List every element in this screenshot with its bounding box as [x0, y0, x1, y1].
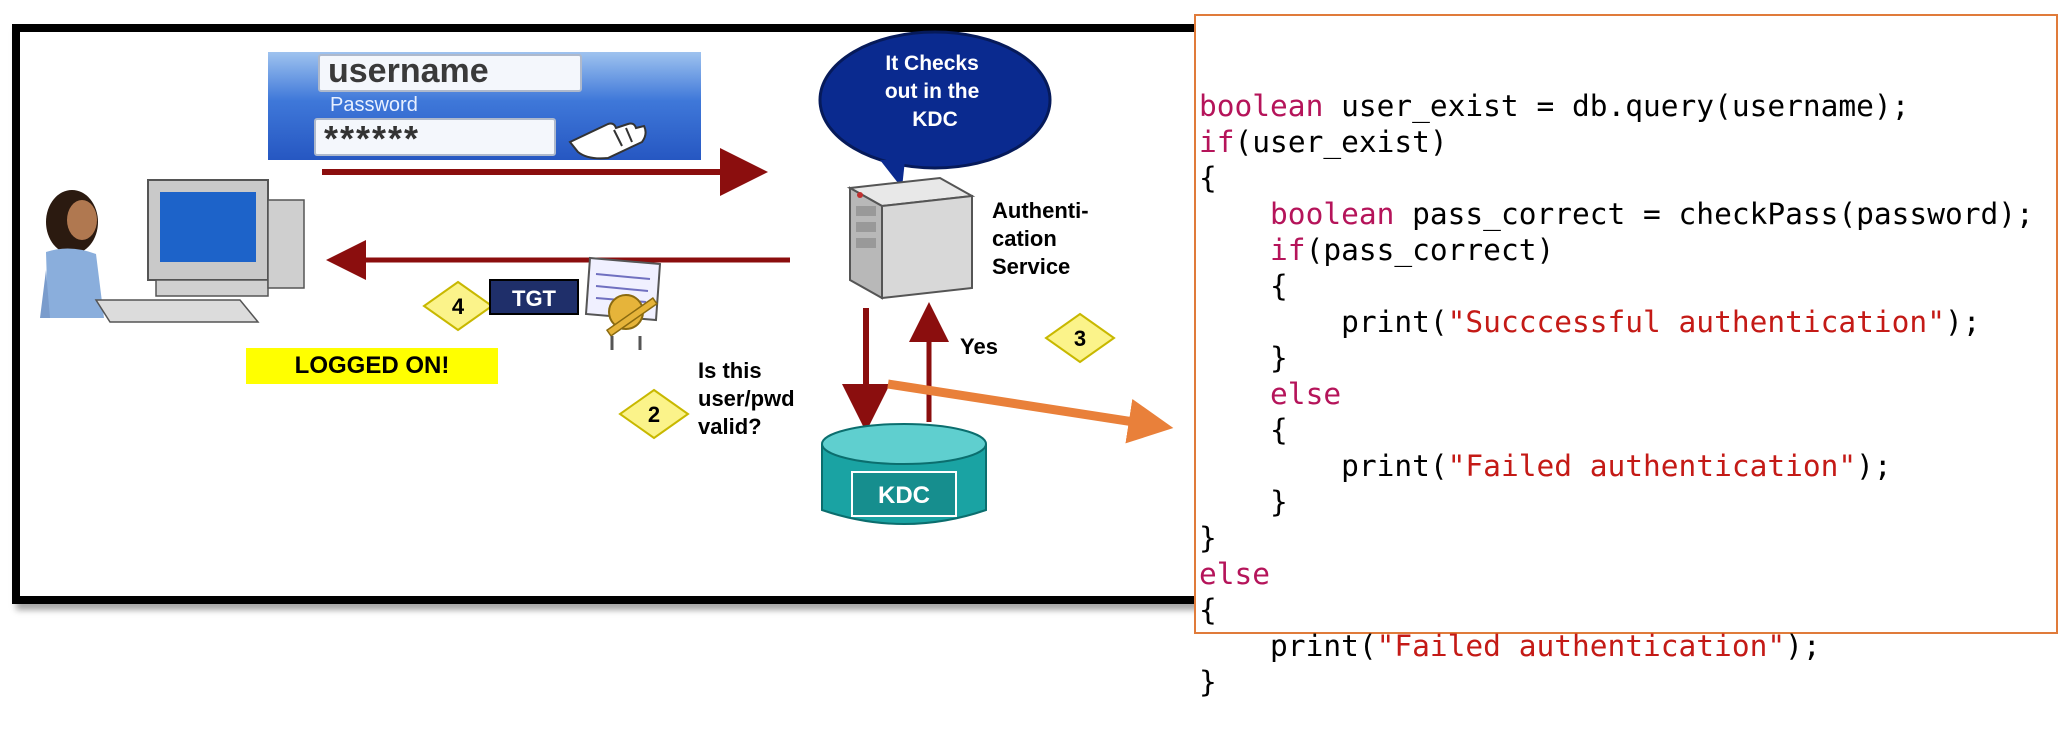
code-line: { [1199, 268, 2056, 304]
code-line: else [1199, 556, 2056, 592]
code-text: ); [1856, 449, 1892, 483]
code-text: { [1199, 413, 1288, 447]
code-text: { [1199, 269, 1288, 303]
code-line: boolean pass_correct = checkPass(passwor… [1199, 196, 2056, 232]
code-text: user_exist = db.query(username); [1323, 89, 1910, 123]
code-line: boolean user_exist = db.query(username); [1199, 88, 2056, 124]
code-keyword: else [1199, 557, 1271, 591]
code-text: } [1199, 485, 1288, 519]
code-string: "Succcessful authentication" [1447, 305, 1945, 339]
step-3-label: 3 [1074, 326, 1086, 351]
bubble-line-1: It Checks [885, 52, 978, 75]
tgt-label: TGT [512, 286, 557, 311]
code-line: { [1199, 592, 2056, 628]
code-line: print("Succcessful authentication"); [1199, 304, 2056, 340]
code-text: print( [1199, 629, 1377, 663]
code-line: } [1199, 484, 2056, 520]
validity-question-label: Is this user/pwd valid? [698, 358, 801, 439]
code-line: else [1199, 376, 2056, 412]
code-text: print( [1199, 449, 1448, 483]
yes-label: Yes [960, 334, 998, 359]
step-2-badge: 2 [618, 388, 690, 440]
password-label: Password [330, 94, 418, 116]
bubble-line-3: KDC [912, 108, 958, 131]
code-text: { [1199, 161, 1217, 195]
tgt-badge: TGT [489, 279, 579, 315]
password-mask: ****** [324, 118, 421, 159]
logged-on-label: LOGGED ON! [246, 348, 498, 384]
code-line: print("Failed authentication"); [1199, 628, 2056, 664]
code-text [1199, 377, 1270, 411]
step-4-badge: 4 [422, 280, 494, 332]
kerberos-diagram: 4 TGT It Checks out in the KDC Authenti [40, 30, 1174, 525]
code-text [1199, 233, 1270, 267]
code-text: { [1199, 593, 1217, 627]
code-line: } [1199, 520, 2056, 556]
step-4-label: 4 [452, 294, 465, 319]
server-icon [846, 176, 976, 300]
code-connector-arrow [887, 379, 1174, 444]
kdc-check-bubble: It Checks out in the KDC [818, 30, 1052, 188]
code-text: pass_correct = checkPass(password); [1394, 197, 2034, 231]
code-string: "Failed authentication" [1376, 629, 1786, 663]
code-keyword: boolean [1199, 89, 1324, 123]
code-keyword: boolean [1270, 197, 1395, 231]
code-text: ); [1944, 305, 1981, 339]
code-text [1199, 197, 1270, 231]
code-line: } [1199, 664, 2056, 700]
authentication-service-label: Authenti- cation Service [992, 198, 1095, 279]
code-line: { [1199, 412, 2056, 448]
code-text: (pass_correct) [1305, 233, 1555, 267]
code-line: if(pass_correct) [1199, 232, 2056, 268]
code-line: if(user_exist) [1199, 124, 2056, 160]
hand-cursor-icon [568, 122, 647, 160]
code-keyword: if [1199, 125, 1235, 159]
code-string: "Failed authentication" [1447, 449, 1857, 483]
code-line: { [1199, 160, 2056, 196]
code-text: print( [1199, 305, 1448, 339]
password-field-image: ****** [314, 118, 556, 159]
username-field-image: username [318, 52, 582, 92]
code-text: ); [1785, 629, 1821, 663]
code-panel: boolean user_exist = db.query(username);… [1194, 14, 2058, 699]
username-text: username [328, 52, 489, 90]
code-body: boolean user_exist = db.query(username);… [1199, 88, 2056, 700]
svg-text:It Checks out in the: It Checks out in the KDC [885, 52, 985, 131]
code-text: } [1199, 521, 1217, 555]
user-at-computer-icon [40, 179, 305, 323]
code-keyword: else [1270, 377, 1342, 411]
code-line: print("Failed authentication"); [1199, 448, 2056, 484]
step-2-label: 2 [648, 402, 660, 427]
kdc-label: KDC [878, 482, 930, 509]
kdc-database-icon: KDC [821, 423, 987, 525]
step-3-badge: 3 [1044, 312, 1116, 364]
code-text: } [1199, 665, 1217, 699]
code-keyword: if [1270, 233, 1306, 267]
code-line: } [1199, 340, 2056, 376]
bubble-line-2: out in the [885, 80, 979, 103]
ticket-key-icon [584, 256, 662, 350]
login-form-image: username Password ****** [268, 52, 701, 160]
code-text: (user_exist) [1234, 125, 1448, 159]
code-text: } [1199, 341, 1288, 375]
